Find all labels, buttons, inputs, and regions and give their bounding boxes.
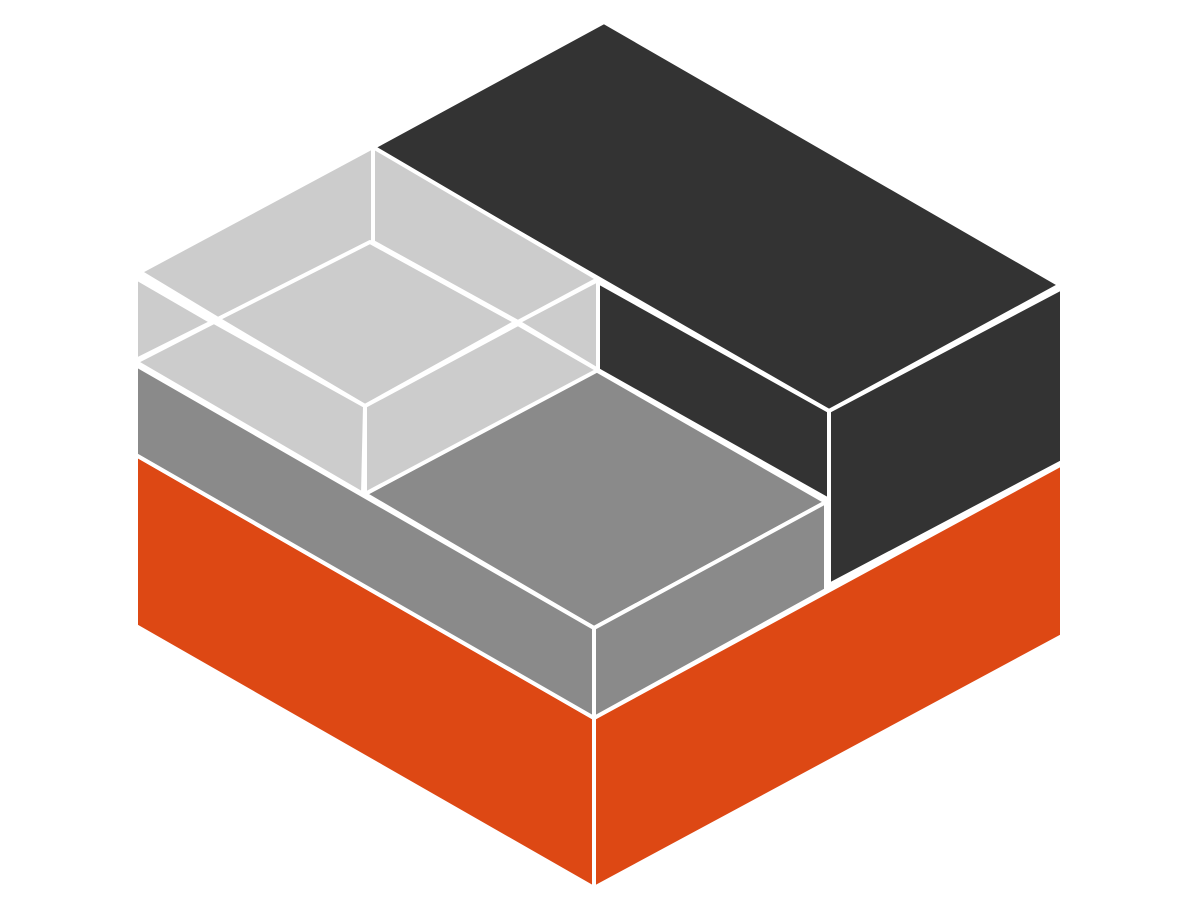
light-block-right-face <box>516 278 600 372</box>
dark-block-top-face <box>370 20 1062 413</box>
middle-block-right-face <box>592 500 828 720</box>
